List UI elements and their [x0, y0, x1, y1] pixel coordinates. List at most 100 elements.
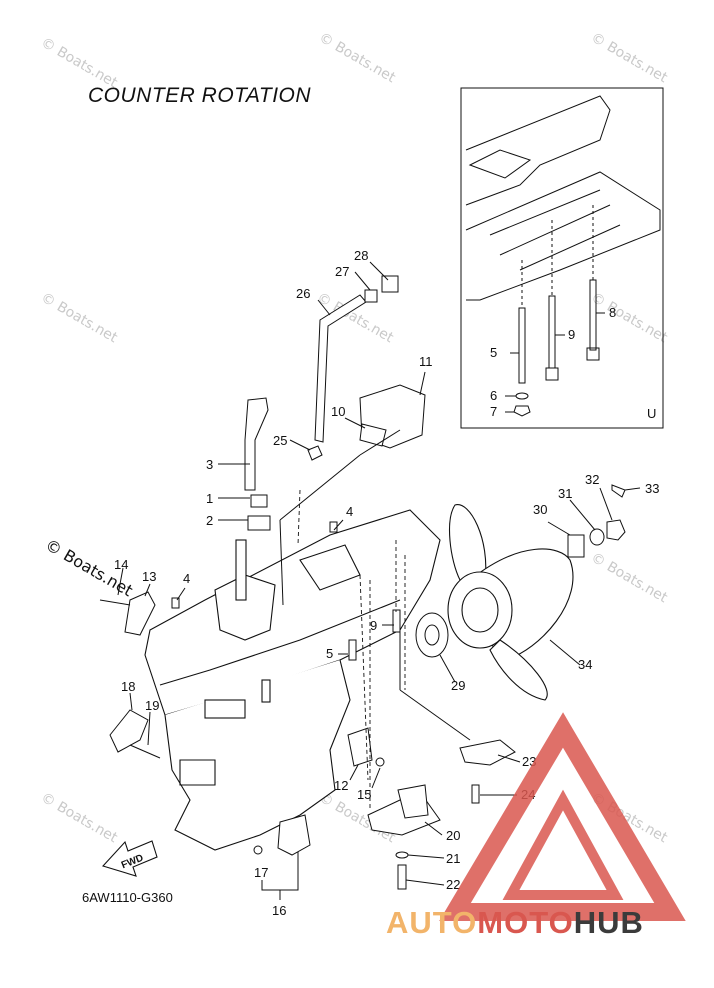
watermark-text: © Boats.net — [38, 790, 120, 847]
washer — [375, 757, 385, 767]
guide-lines — [297, 489, 406, 810]
fwd-arrow: FWD — [102, 840, 158, 877]
casing-port — [179, 759, 216, 786]
leader-line — [405, 879, 445, 886]
callout-4: 4 — [346, 504, 353, 519]
leader-line — [333, 519, 344, 531]
leader-line — [317, 299, 331, 316]
diagram-title: COUNTER ROTATION — [88, 84, 312, 107]
washer — [589, 528, 605, 546]
propeller-nut — [606, 519, 626, 541]
leader-line — [279, 454, 361, 521]
casing-gearcase — [164, 659, 351, 851]
leader-line — [344, 417, 366, 429]
leader-line — [424, 821, 443, 836]
water-tube — [244, 397, 269, 491]
inset-housing — [489, 189, 621, 271]
stud-bolt — [518, 307, 526, 384]
watermark-text: © Boats.net — [588, 30, 670, 87]
grommet — [307, 445, 323, 461]
leader-line — [289, 439, 311, 451]
callout-7: 7 — [490, 404, 497, 419]
callout-12: 12 — [334, 778, 348, 793]
thrust-washer-bore — [424, 624, 440, 646]
inset-housing — [465, 95, 611, 206]
callout-29: 29 — [451, 678, 465, 693]
bolt — [348, 639, 357, 661]
callout-15: 15 — [357, 787, 371, 802]
callout-5: 5 — [326, 646, 333, 661]
grommet — [364, 289, 378, 303]
callout-17: 17 — [254, 865, 268, 880]
callout-2: 2 — [206, 513, 213, 528]
washer — [253, 845, 263, 855]
dowel-pin — [329, 521, 338, 533]
callout-3: 3 — [206, 457, 213, 472]
bolt-head — [545, 367, 559, 381]
cotter-pin — [611, 484, 626, 498]
callout-28: 28 — [354, 248, 368, 263]
propeller-hub-bore — [461, 587, 499, 633]
part-code: 6AW1110-G360 — [82, 890, 173, 905]
nipple — [381, 275, 399, 293]
leader-line — [147, 711, 151, 746]
leader-line — [354, 271, 371, 291]
fwd-arrow-shape — [102, 840, 158, 877]
callout-4: 4 — [183, 571, 190, 586]
bolt — [392, 609, 401, 633]
casing-edge — [159, 599, 401, 686]
seal — [247, 515, 271, 531]
logo-triangle-inner — [502, 789, 624, 900]
bracket — [124, 591, 156, 636]
inset-housing — [468, 149, 532, 179]
leader-line — [371, 767, 381, 789]
leader-line — [599, 487, 613, 521]
bolt — [589, 279, 597, 351]
bolt — [548, 295, 556, 369]
bolt-head — [586, 347, 600, 361]
guide-line — [297, 489, 301, 546]
casing-slot — [261, 679, 271, 703]
brand-part-hub: HUB — [573, 905, 644, 940]
callout-25: 25 — [273, 433, 287, 448]
drive-shaft — [235, 539, 247, 601]
callout-9: 9 — [568, 327, 575, 342]
casing-port — [204, 699, 246, 719]
propeller-blade — [489, 639, 548, 701]
watermark-text: © Boats.net — [38, 35, 120, 92]
bolt — [129, 744, 161, 759]
inset-housing — [465, 171, 661, 301]
callout-32: 32 — [585, 472, 599, 487]
washer — [515, 392, 529, 400]
callout-8: 8 — [609, 305, 616, 320]
leader-line — [144, 583, 151, 597]
callout-10: 10 — [331, 404, 345, 419]
brand-text: AUTOMOTOHUB — [386, 905, 644, 941]
leader-line — [359, 429, 401, 456]
leader-line — [547, 521, 571, 536]
callout-5: 5 — [490, 345, 497, 360]
brand-part-moto: MOTO — [477, 905, 574, 940]
leader-line — [624, 487, 641, 491]
leader-line — [176, 587, 186, 601]
callout-19: 19 — [145, 698, 159, 713]
callout-31: 31 — [558, 486, 572, 501]
leader-line — [497, 754, 521, 763]
callout-11: 11 — [419, 354, 433, 369]
nut — [513, 405, 531, 417]
watermark-text: © Boats.net — [38, 290, 120, 347]
callout-13: 13 — [142, 569, 156, 584]
brand-wordmark: AUTOMOTOHUB — [386, 905, 708, 945]
watermark-text: © Boats.net — [316, 30, 398, 87]
spacer — [567, 534, 585, 558]
brand-logo — [439, 712, 686, 921]
guide-line — [359, 574, 369, 781]
leader-line — [419, 371, 426, 396]
leader-line — [279, 519, 284, 606]
leader-line — [129, 692, 133, 711]
bolt — [471, 784, 480, 804]
leader-line — [549, 639, 581, 666]
logo-triangle — [439, 712, 686, 921]
